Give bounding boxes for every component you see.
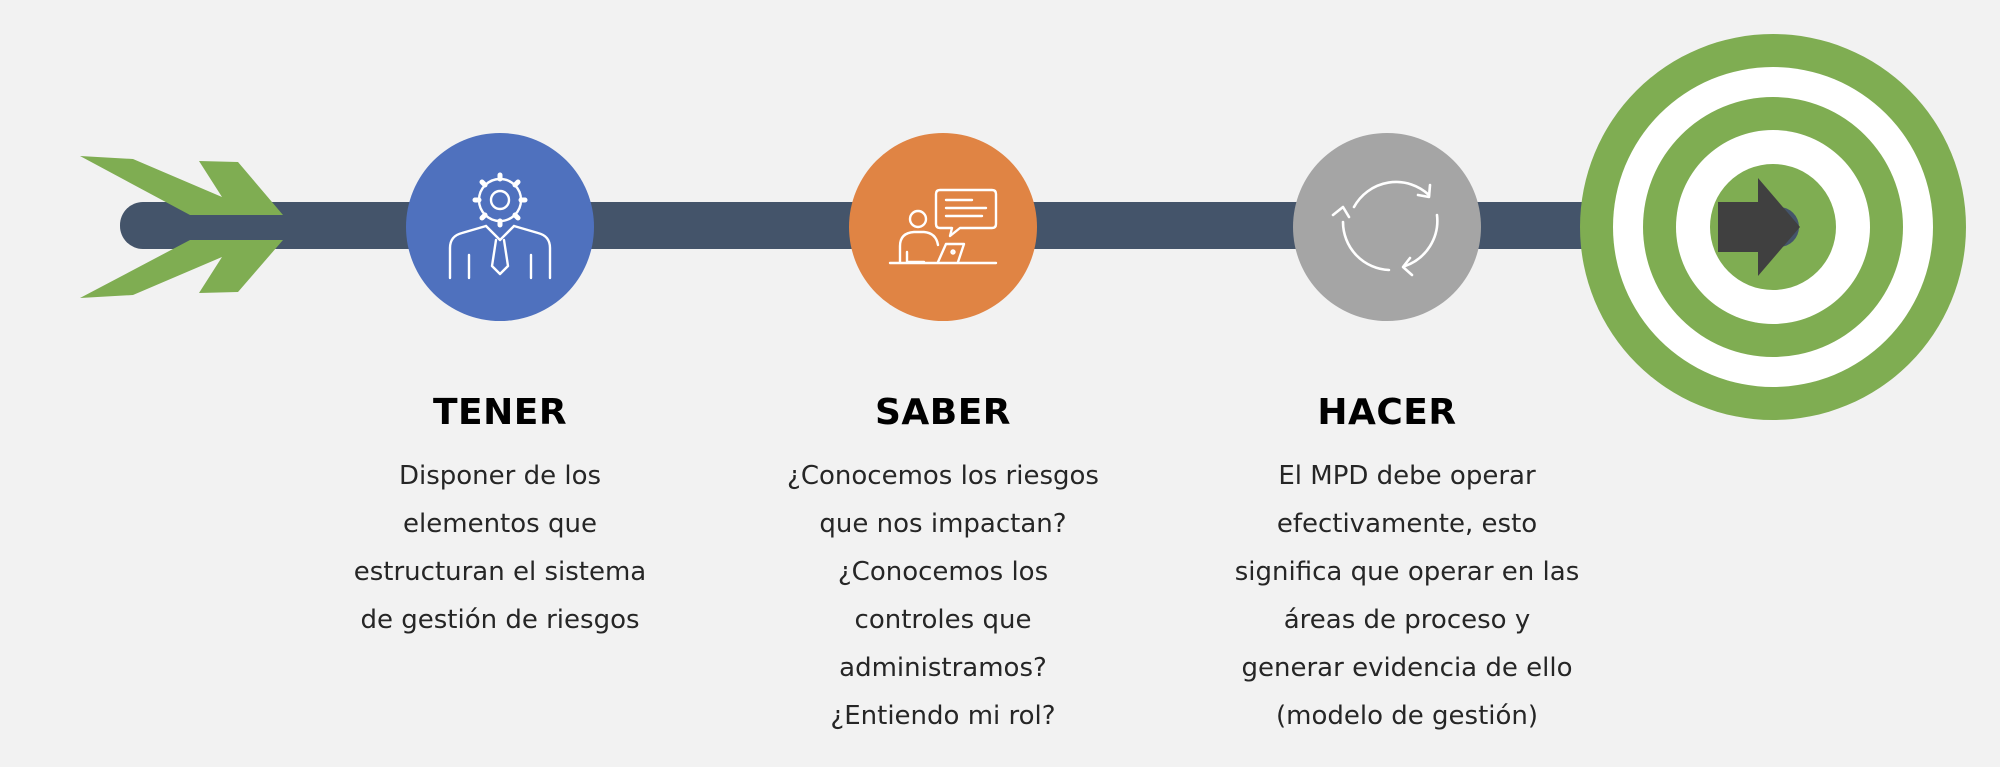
step-description-line: elementos que	[403, 509, 597, 539]
step-description: El MPD debe operar efectivamente, esto s…	[1177, 452, 1637, 740]
hacer-node	[1293, 133, 1481, 321]
step-description-line: (modelo de gestión)	[1275, 701, 1539, 731]
refresh-cycle-icon	[1331, 180, 1439, 277]
step-description-line: áreas de proceso y	[1283, 605, 1531, 635]
arrow-head	[1718, 178, 1800, 276]
person-gear-icon	[448, 172, 552, 280]
step-description-line: controles que	[854, 605, 1032, 635]
person-laptop-chat-icon	[888, 188, 998, 265]
step-description-line: que nos impactan?	[819, 509, 1067, 539]
step-description-line: efectivamente, esto	[1276, 509, 1538, 539]
step-description: ¿Conocemos los riesgos que nos impactan?…	[733, 452, 1153, 740]
step-description-line: ¿Conocemos los riesgos	[787, 461, 1099, 491]
step-description-line: significa que operar en las	[1234, 557, 1580, 587]
step-description: Disponer de los elementos que estructura…	[290, 452, 710, 644]
step-description-line: administramos?	[839, 653, 1047, 683]
step-description-line: ¿Conocemos los	[837, 557, 1049, 587]
step-title: SABER	[874, 392, 1012, 433]
step-description-line: Disponer de los	[398, 461, 602, 491]
step-description-line: ¿Entiendo mi rol?	[830, 701, 1056, 731]
step-description-line: de gestión de riesgos	[360, 605, 640, 635]
step-description-line: El MPD debe operar	[1278, 461, 1536, 491]
step-title: TENER	[432, 392, 568, 433]
saber-node	[849, 133, 1037, 321]
step-description-line: estructuran el sistema	[353, 557, 647, 587]
step-title: HACER	[1317, 392, 1457, 433]
arrow-fletching	[80, 156, 283, 298]
step-description-line: generar evidencia de ello	[1241, 653, 1573, 683]
tener-node	[406, 133, 594, 321]
